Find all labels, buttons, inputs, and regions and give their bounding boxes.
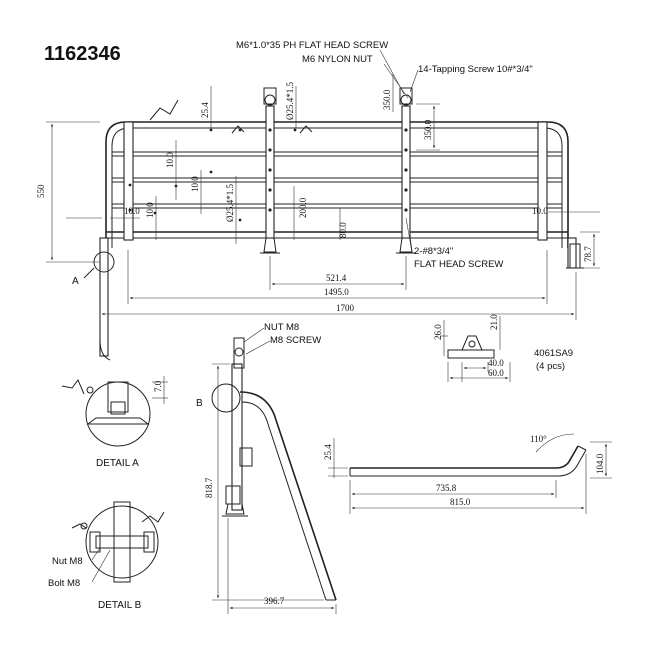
bracket-view: 26.0 21.0 40.0 60.0 4061SA9 (4 pcs) bbox=[433, 314, 573, 382]
dim-396-7: 396.7 bbox=[264, 596, 285, 606]
left-upright bbox=[265, 105, 275, 239]
callout-screw-m8: M8 SCREW bbox=[270, 335, 321, 346]
dim-26: 26.0 bbox=[433, 324, 443, 340]
dim-7: 7.0 bbox=[153, 380, 163, 392]
angle-110: 110° bbox=[530, 434, 547, 444]
dim-350-left: 350.0 bbox=[382, 89, 392, 110]
callout-flat-screw-2: FLAT HEAD SCREW bbox=[414, 259, 503, 270]
dim-550: 550 bbox=[36, 184, 46, 198]
detail-a: 7.0 DETAIL A bbox=[61, 376, 168, 469]
detail-b-nut: Nut M8 bbox=[52, 556, 83, 567]
bracket-code: 4061SA9 bbox=[534, 348, 573, 359]
callout-nut-m8: NUT M8 bbox=[264, 322, 299, 333]
bracket-qty: (4 pcs) bbox=[536, 361, 565, 372]
dim-21: 21.0 bbox=[489, 314, 499, 330]
dim-25-4-top: 25.4 bbox=[200, 102, 210, 118]
bent-bar-view: 110° 25.4 104.0 735.8 815.0 bbox=[323, 433, 612, 514]
dim-200: 200.0 bbox=[298, 197, 308, 218]
dim-phi-mid: Ø25.4*1.5 bbox=[225, 184, 235, 222]
dim-818-7: 818.7 bbox=[204, 477, 214, 498]
part-number: 1162346 bbox=[44, 43, 121, 65]
dim-1495: 1495.0 bbox=[324, 287, 349, 297]
rack-front-view: A bbox=[72, 87, 584, 361]
right-end-tube bbox=[537, 121, 548, 241]
dim-60: 60.0 bbox=[488, 368, 504, 378]
callout-m6-screw: M6*1.0*35 PH FLAT HEAD SCREW bbox=[236, 40, 388, 51]
dim-350-right: 350.0 bbox=[423, 119, 433, 140]
detail-b-label: DETAIL B bbox=[98, 600, 142, 611]
top-callouts: M6*1.0*35 PH FLAT HEAD SCREW M6 NYLON NU… bbox=[236, 40, 533, 270]
dim-104: 104.0 bbox=[595, 453, 605, 474]
dim-10-right: 10.0 bbox=[532, 206, 548, 216]
detail-b: Nut M8 Bolt M8 DETAIL B bbox=[48, 501, 165, 611]
dim-78-7: 78.7 bbox=[583, 246, 593, 262]
callout-flat-screw-1: 2-#8*3/4" bbox=[414, 246, 453, 257]
left-end-tube bbox=[123, 121, 134, 241]
dim-80: 80.0 bbox=[338, 222, 348, 238]
dim-10-b: 10.0 bbox=[190, 176, 200, 192]
callout-tapping-screw: 14-Tapping Screw 10#*3/4" bbox=[418, 64, 533, 75]
dim-815: 815.0 bbox=[450, 497, 471, 507]
dim-521-4: 521.4 bbox=[326, 273, 347, 283]
right-upright bbox=[401, 105, 411, 239]
marker-b: B bbox=[196, 398, 203, 409]
callout-m6-nut: M6 NYLON NUT bbox=[302, 54, 373, 65]
dim-10-left: 10.0 bbox=[124, 206, 140, 216]
marker-a: A bbox=[72, 276, 79, 287]
dim-25-4-side: 25.4 bbox=[323, 444, 333, 460]
dim-1700: 1700 bbox=[336, 303, 355, 313]
dim-10-a: 10.0 bbox=[165, 152, 175, 168]
dim-735-8: 735.8 bbox=[436, 483, 457, 493]
dim-10-c: 10.0 bbox=[145, 202, 155, 218]
detail-b-bolt: Bolt M8 bbox=[48, 578, 80, 589]
dim-40: 40.0 bbox=[488, 358, 504, 368]
detail-a-label: DETAIL A bbox=[96, 458, 139, 469]
front-dimensions: 550 25.4 Ø25.4*1.5 350.0 350.0 10.0 10.0… bbox=[36, 74, 600, 320]
side-view: B NUT M8 M8 SCREW 818.7 396.7 bbox=[196, 322, 337, 614]
dim-phi-top: Ø25.4*1.5 bbox=[285, 82, 295, 120]
